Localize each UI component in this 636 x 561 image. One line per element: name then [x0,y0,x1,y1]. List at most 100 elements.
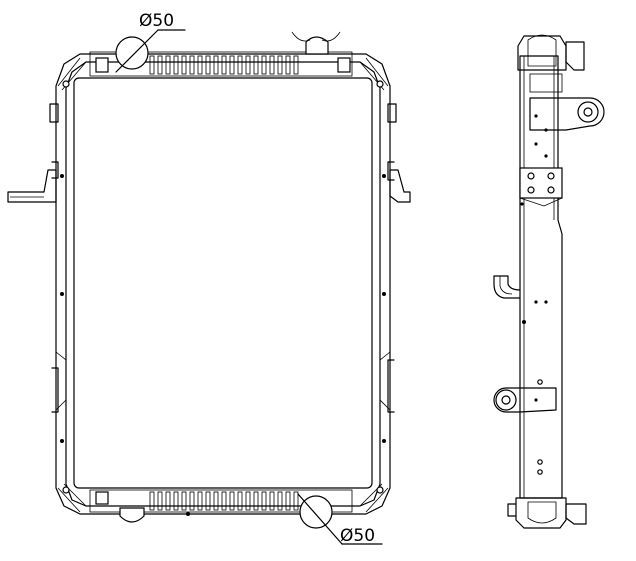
side-lower-bracket [493,387,557,413]
side-upper-eye-inner [583,107,593,117]
top-tank-rib [245,55,251,75]
side-mid-pipe [493,275,521,299]
filler-neck [305,36,329,55]
top-boss-left [95,57,109,73]
left-clip-top [49,103,59,123]
top-tank-rib [269,55,275,75]
top-tank-rib [277,55,283,75]
top-tank-rib [173,55,179,75]
side-hole-6 [534,300,538,304]
side-hole-10 [537,459,543,465]
bottom-tank-rib [205,491,211,511]
corner-gusset-top-left [57,57,87,91]
bottom-boss-left [95,491,109,505]
bottom-tank-rib [157,491,163,511]
side-plate-bolt-1 [527,172,535,180]
filler-cap [291,31,341,42]
side-bolt-right-3 [382,439,386,443]
left-mounting-bracket [7,169,57,203]
left-clip-mid [51,161,59,179]
corner-bolt-top-right [376,80,384,88]
bottom-tank-rib [277,491,283,511]
top-inlet-leader [115,29,159,73]
top-tank-rib [261,55,267,75]
bottom-tank-rib [221,491,227,511]
side-view [493,34,605,529]
drain-boss [119,507,145,523]
corner-bolt-bottom-right [376,486,384,494]
bottom-tank-rib [229,491,235,511]
side-lower-bracket-hole [534,398,538,402]
right-clip-mid [387,161,395,181]
bottom-tank-rib [173,491,179,511]
side-bottom-tank [515,497,567,529]
bottom-tank-rib [237,491,243,511]
right-mounting-bracket [389,169,411,203]
bottom-tank-rib [165,491,171,511]
bottom-tank [89,489,353,513]
side-plate-skirt [519,197,563,207]
top-tank-rib [205,55,211,75]
top-tank-rib [253,55,259,75]
side-bolt-right-2 [382,292,386,296]
side-top-tank-detail [527,34,557,67]
bottom-tank-rib [261,491,267,511]
bottom-outlet-pipe [299,495,333,529]
side-lower-eye-inner [501,395,511,405]
bottom-tank-rib [269,491,275,511]
left-clip-low [51,367,59,413]
side-upper-plate [529,73,563,93]
top-tank-rib [149,55,155,75]
side-bottom-stub [507,503,517,517]
side-bolt-left-1 [60,174,64,178]
top-tank-rib [197,55,203,75]
top-tank-ribs [149,55,299,75]
side-bottom-tank-detail [527,501,557,524]
bottom-tank-rib [181,491,187,511]
top-tank-rib [293,55,299,75]
side-hole-5 [520,202,524,206]
right-side-bulge [379,351,391,411]
top-tank-rib [165,55,171,75]
bottom-tank-rib [285,491,291,511]
side-hole-8 [522,320,526,324]
top-tank-rib [181,55,187,75]
radiator-core [73,77,373,489]
bottom-tank-rib [245,491,251,511]
right-clip-top [387,103,397,123]
bottom-tank-ribs [149,491,299,511]
corner-gusset-top-right [359,57,389,91]
front-view: Ø50 Ø50 [7,11,411,546]
side-bolt-left-2 [60,292,64,296]
side-plate-bolt-3 [527,186,535,194]
bottom-tank-bolt [186,512,190,516]
side-bottom-pipe [565,503,587,525]
top-boss-right [337,57,351,73]
side-hole-3 [534,142,538,146]
bottom-tank-rib [253,491,259,511]
side-hole-1 [534,114,538,118]
bottom-tank-rib [213,491,219,511]
side-upper-bracket [529,97,605,131]
outer-frame [55,53,391,515]
top-tank-rib [229,55,235,75]
side-plate-bolt-4 [547,186,555,194]
top-tank-rib [221,55,227,75]
side-top-tank [517,35,567,71]
top-tank-rib [237,55,243,75]
top-inlet-dimension-label: Ø50 [139,11,174,31]
inner-frame [65,61,381,507]
right-clip-low [387,359,395,413]
side-bolt-right-1 [382,174,386,178]
side-plate-bolt-2 [547,172,555,180]
bottom-tank-rib [149,491,155,511]
top-inlet-pipe [115,36,149,70]
bottom-tank-rib [293,491,299,511]
top-tank-rib [213,55,219,75]
bottom-outlet-leader [297,493,343,545]
side-hole-11 [537,469,543,475]
top-tank-rib [157,55,163,75]
top-tank-rib [189,55,195,75]
side-main-column [519,55,563,499]
